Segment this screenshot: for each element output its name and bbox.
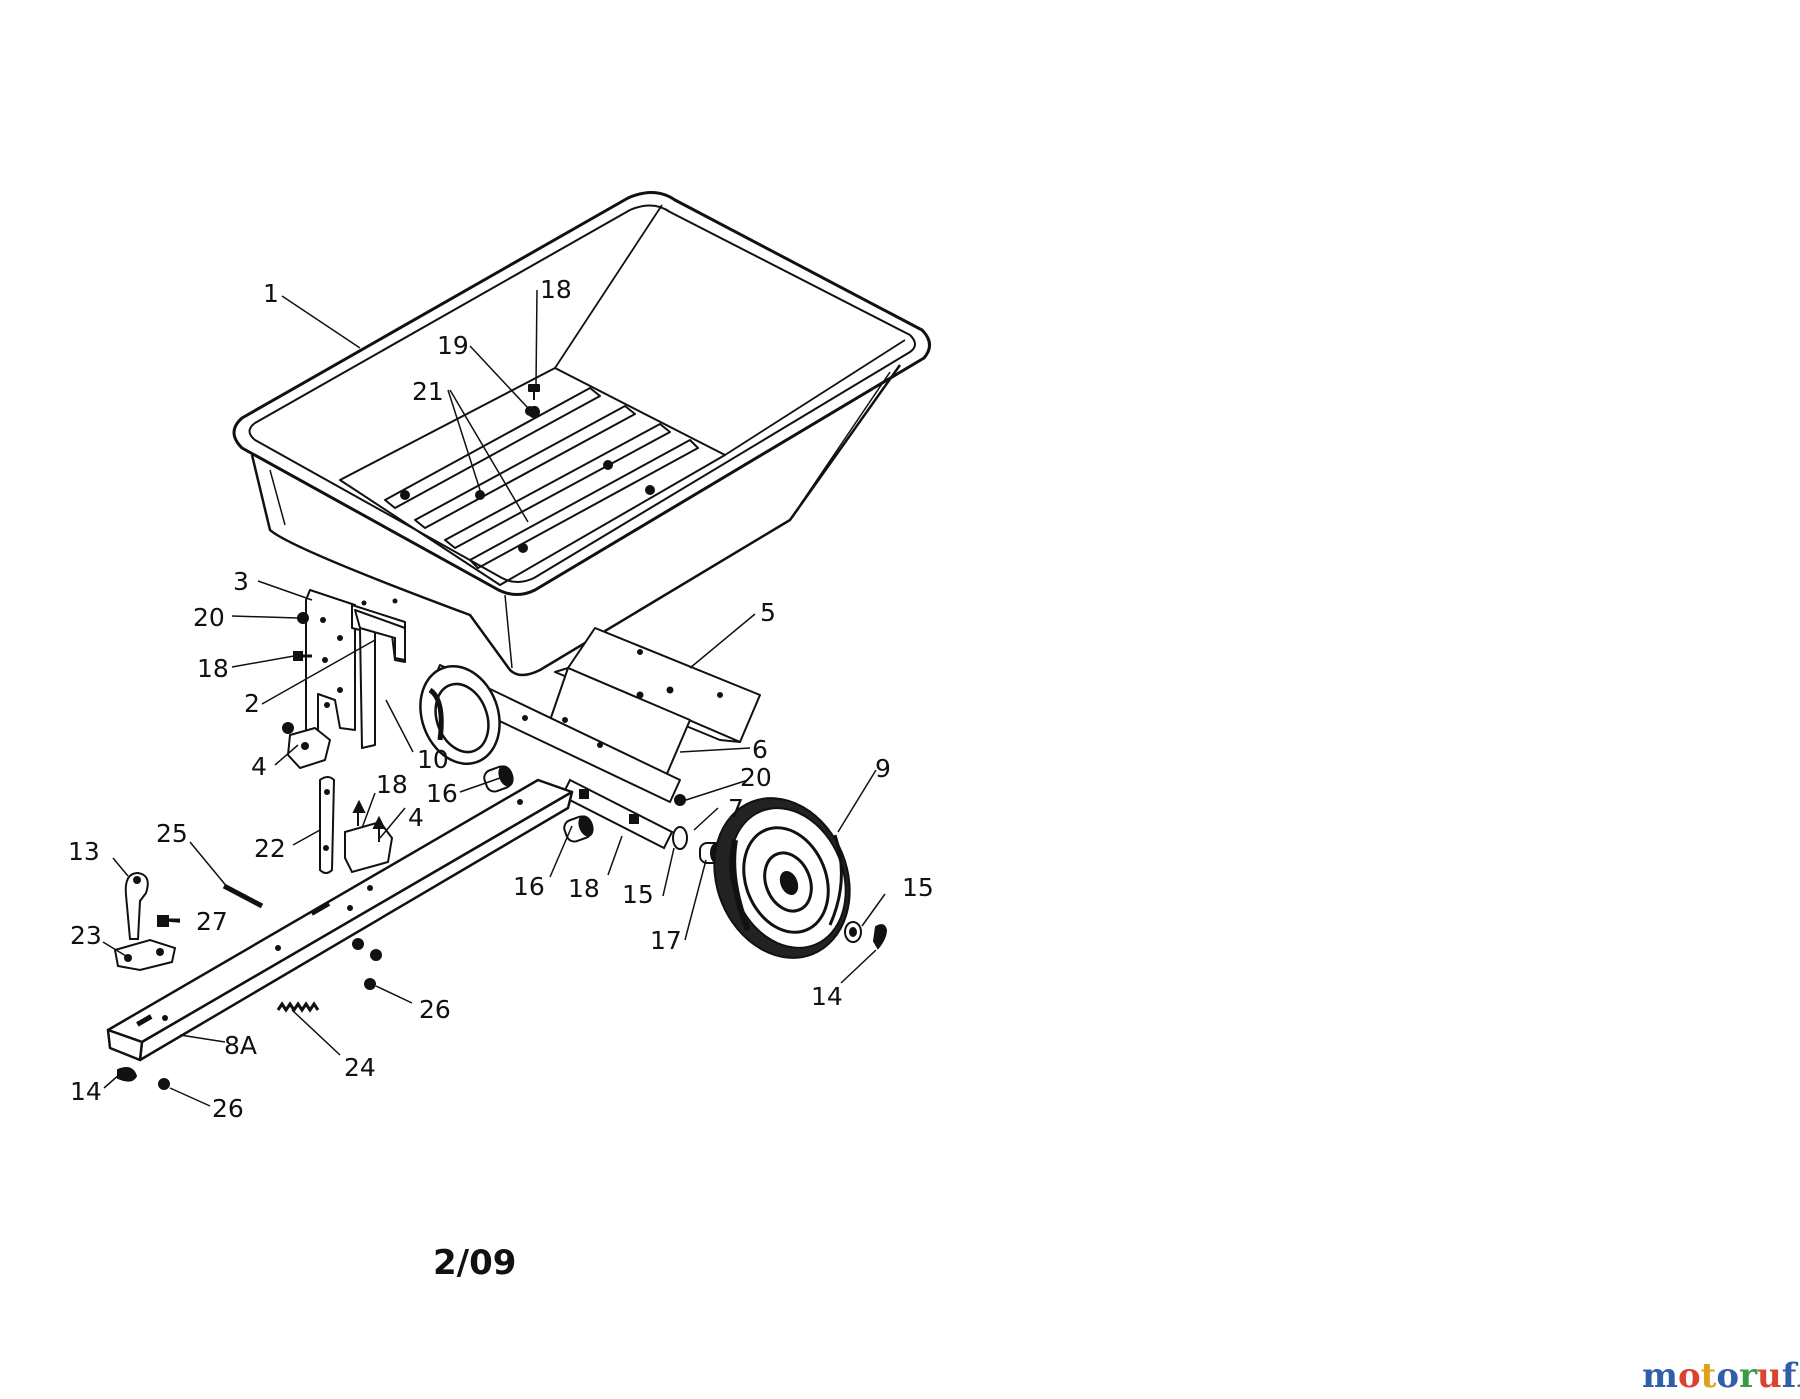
cotter-pin-14-right <box>872 924 888 950</box>
watermark-letter-1: o <box>1678 1356 1701 1395</box>
watermark-letter-2: t <box>1701 1356 1717 1395</box>
outer-hardware <box>844 921 888 950</box>
part-label-p3: 3 <box>233 567 249 596</box>
clip-23 <box>113 938 177 972</box>
bolt-18-top <box>528 384 540 400</box>
watermark-suffix: .de <box>1796 1375 1800 1391</box>
watermark-text: motoruf.de <box>1642 1356 1800 1395</box>
cart-tub <box>232 191 931 677</box>
part-label-p22: 22 <box>254 834 286 863</box>
part-label-p7: 7 <box>728 794 744 823</box>
part-label-p4a: 4 <box>251 752 267 781</box>
axle-channel <box>429 627 761 803</box>
part-label-p25: 25 <box>156 819 188 848</box>
watermark-letter-5: u <box>1757 1356 1782 1395</box>
bracket-3 <box>305 589 356 746</box>
part-label-p16a: 16 <box>426 779 458 808</box>
part-label-p26b: 26 <box>212 1094 244 1123</box>
part-label-p14a: 14 <box>811 982 843 1011</box>
channel-holes <box>482 649 723 748</box>
nut-19 <box>528 406 540 418</box>
hitch-plate-4-lower <box>287 727 331 769</box>
part-label-p18d: 18 <box>568 874 600 903</box>
watermark-letter-4: r <box>1739 1356 1758 1395</box>
hitch-plate-4-upper <box>344 820 394 874</box>
cotter-pin-14-left <box>117 1067 138 1082</box>
date-code: 2/09 <box>433 1243 516 1283</box>
part-label-p1: 1 <box>263 279 279 308</box>
tub-body <box>250 364 902 677</box>
part-label-p18c: 18 <box>376 770 408 799</box>
watermark-letter-3: o <box>1716 1356 1739 1395</box>
watermark-letter-6: f <box>1782 1356 1799 1395</box>
watermark-logo: motoruf.de <box>1642 1356 1800 1396</box>
part-label-p10: 10 <box>417 745 449 774</box>
part-label-p19: 19 <box>437 331 469 360</box>
part-label-p13: 13 <box>68 837 100 866</box>
rear-wheel-hidden <box>419 665 501 765</box>
part-label-p15b: 15 <box>902 873 934 902</box>
part-label-p14b: 14 <box>70 1077 102 1106</box>
tub-rim-outer <box>232 191 931 596</box>
part-label-p2: 2 <box>244 689 260 718</box>
tongue-holes <box>136 799 523 1027</box>
part-label-p18a: 18 <box>540 275 572 304</box>
tub-body-fold <box>269 371 891 669</box>
part-label-p9: 9 <box>875 754 891 783</box>
part-label-p20b: 20 <box>740 763 772 792</box>
washer-15-inner <box>672 826 688 850</box>
part-label-p27: 27 <box>196 907 228 936</box>
bracket-holes <box>320 598 398 708</box>
tongue-8a <box>106 778 574 1062</box>
bracket-2 <box>354 609 406 661</box>
tub-floor <box>339 367 726 586</box>
part-label-p17: 17 <box>650 926 682 955</box>
part-label-p4b: 4 <box>408 803 424 832</box>
leader-lines <box>102 289 886 1107</box>
tub-rim-inner <box>248 204 916 583</box>
part-label-p21: 21 <box>412 377 444 406</box>
floor-ribs <box>384 387 699 569</box>
tub-back-wall <box>554 204 906 456</box>
part-label-p15a: 15 <box>622 880 654 909</box>
pin-25 <box>222 883 264 909</box>
part-label-p8a: 8A <box>224 1031 257 1060</box>
part-label-p16b: 16 <box>513 872 545 901</box>
watermark-letter-0: m <box>1642 1356 1678 1395</box>
hitch-pin-13 <box>124 871 149 940</box>
hitch-bracket-assembly <box>282 589 406 769</box>
part-label-p6: 6 <box>752 735 768 764</box>
part-label-p26a: 26 <box>419 995 451 1024</box>
part-label-p5: 5 <box>760 598 776 627</box>
tongue-hardware <box>113 776 394 1090</box>
part-label-p20a: 20 <box>193 603 225 632</box>
left-fasteners <box>293 612 312 661</box>
spring-24 <box>276 1001 320 1013</box>
part-label-p23: 23 <box>70 921 102 950</box>
part-label-p24: 24 <box>344 1053 376 1082</box>
part-label-p18b: 18 <box>197 654 229 683</box>
wheel-9 <box>713 797 851 959</box>
